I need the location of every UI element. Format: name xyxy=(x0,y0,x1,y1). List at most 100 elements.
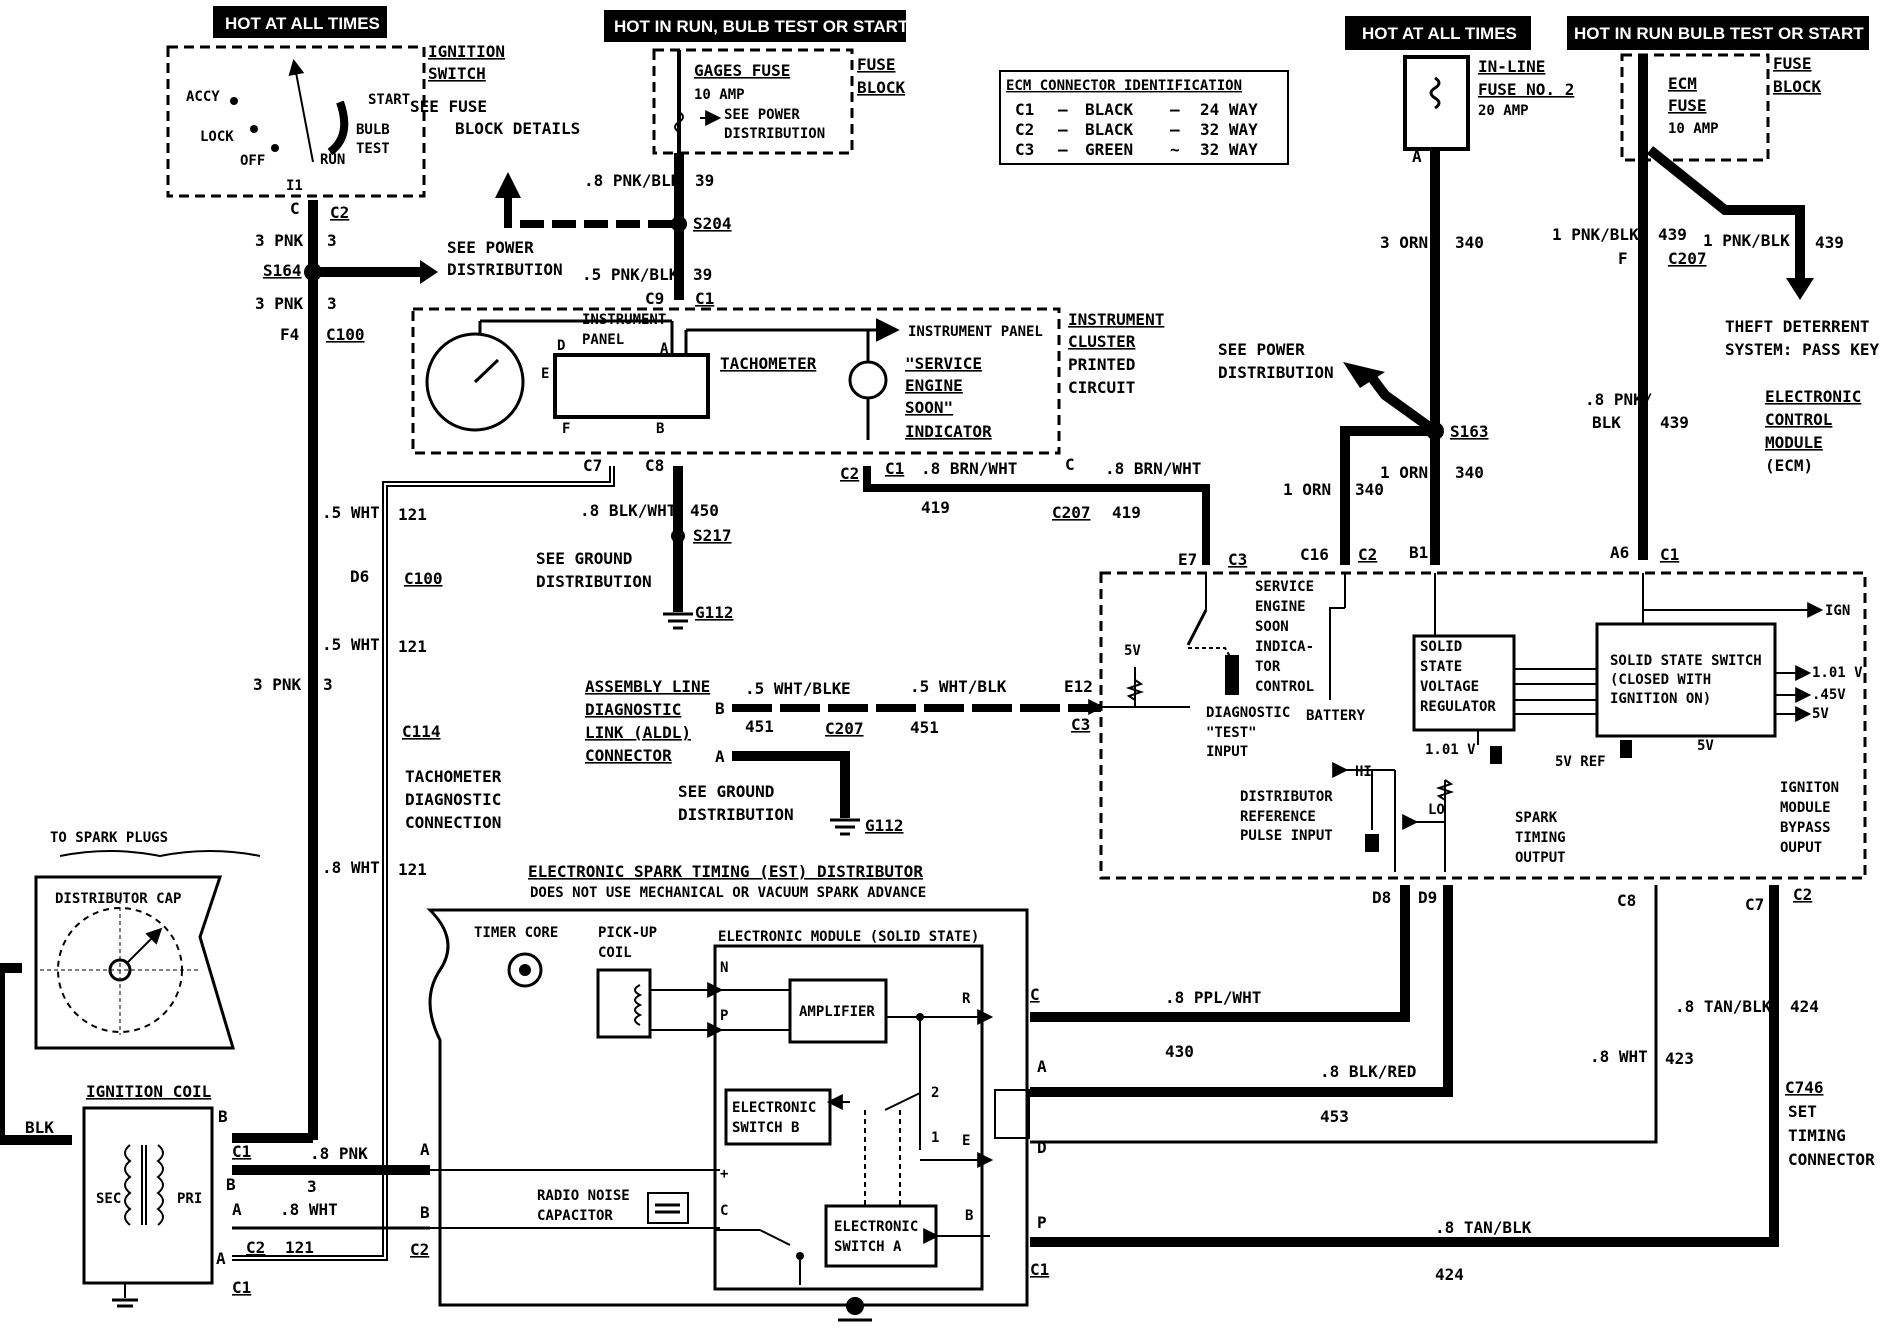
ignition-coil: IGNITION COIL SEC PRI B C1 B .8 PNK 3 A … xyxy=(82,1082,430,1308)
svg-text:OUTPUT: OUTPUT xyxy=(1515,850,1566,866)
svg-text:C2: C2 xyxy=(410,1240,429,1259)
svg-text:439: 439 xyxy=(1660,413,1689,432)
svg-text:340: 340 xyxy=(1455,463,1484,482)
svg-text:SOLID: SOLID xyxy=(1420,639,1462,655)
svg-text:1: 1 xyxy=(931,1130,939,1146)
svg-text:3 PNK: 3 PNK xyxy=(255,294,304,313)
svg-text:A: A xyxy=(420,1140,430,1159)
svg-text:32 WAY: 32 WAY xyxy=(1200,120,1258,139)
svg-text:(CLOSED WITH: (CLOSED WITH xyxy=(1610,672,1711,688)
svg-text:C100: C100 xyxy=(404,569,443,588)
svg-text:121: 121 xyxy=(398,637,427,656)
wire-orn-340: 3 ORN 340 SEE POWER DISTRIBUTION S163 1 … xyxy=(1218,149,1489,565)
svg-text:DIAGNOSTIC: DIAGNOSTIC xyxy=(405,790,501,809)
svg-text:C1: C1 xyxy=(1030,1260,1049,1279)
svg-text:HOT IN RUN BULB TEST OR START: HOT IN RUN BULB TEST OR START xyxy=(1574,24,1864,43)
svg-text:SEE FUSE: SEE FUSE xyxy=(410,97,487,116)
svg-text:RUN: RUN xyxy=(320,152,345,168)
svg-text:C2: C2 xyxy=(246,1238,265,1257)
svg-text:C: C xyxy=(290,199,300,218)
svg-text:.5 WHT: .5 WHT xyxy=(322,503,380,522)
svg-text:PRI: PRI xyxy=(177,1191,202,1207)
svg-text:E12: E12 xyxy=(1064,677,1093,696)
svg-text:SEE POWER: SEE POWER xyxy=(447,238,534,257)
svg-text:ELECTRONIC MODULE (SOLID STATE: ELECTRONIC MODULE (SOLID STATE) xyxy=(718,929,979,945)
svg-text:COIL: COIL xyxy=(598,945,632,961)
svg-text:.5 WHT/BLK: .5 WHT/BLK xyxy=(910,677,1007,696)
svg-text:CONNECTOR: CONNECTOR xyxy=(585,746,672,765)
svg-text:3: 3 xyxy=(307,1177,317,1196)
svg-text:.8 TAN/BLK: .8 TAN/BLK xyxy=(1675,997,1772,1016)
svg-text:OFF: OFF xyxy=(240,153,265,169)
svg-text:5V REF: 5V REF xyxy=(1555,754,1606,770)
svg-text:C8: C8 xyxy=(645,456,664,475)
svg-text:ECM CONNECTOR IDENTIFICATION: ECM CONNECTOR IDENTIFICATION xyxy=(1006,78,1242,94)
svg-text:OUPUT: OUPUT xyxy=(1780,840,1822,856)
inline-fuse-no2: IN-LINE FUSE NO. 2 20 AMP A xyxy=(1403,55,1574,166)
svg-text:IGNITION ON): IGNITION ON) xyxy=(1610,691,1711,707)
wire-blk-wht-450: .8 BLK/WHT 450 S217 SEE GROUND DISTRIBUT… xyxy=(536,456,734,630)
svg-text:—: — xyxy=(1058,140,1068,159)
svg-text:IGNITION COIL: IGNITION COIL xyxy=(86,1082,211,1101)
svg-text:PICK-UP: PICK-UP xyxy=(598,925,657,941)
svg-text:TOR: TOR xyxy=(1255,659,1281,675)
ecm-fuse-block: ECM FUSE 10 AMP FUSE BLOCK 1 PNK/BLK 439… xyxy=(1552,53,1879,564)
svg-text:C100: C100 xyxy=(326,325,365,344)
svg-text:451: 451 xyxy=(910,718,939,737)
svg-text:.8 PNK/: .8 PNK/ xyxy=(1585,390,1652,409)
svg-text:TACHOMETER: TACHOMETER xyxy=(720,354,817,373)
svg-text:1 ORN: 1 ORN xyxy=(1380,463,1428,482)
svg-text:HOT AT ALL TIMES: HOT AT ALL TIMES xyxy=(1362,24,1517,43)
ecm-internal: SERVICE ENGINE SOON INDICA- TOR CONTROL … xyxy=(1088,571,1867,914)
svg-text:BLK: BLK xyxy=(25,1118,54,1137)
svg-text:INPUT: INPUT xyxy=(1206,744,1248,760)
svg-text:BULB: BULB xyxy=(356,122,390,138)
svg-text:TIMER CORE: TIMER CORE xyxy=(474,925,558,941)
svg-text:DISTRIBUTOR: DISTRIBUTOR xyxy=(1240,789,1333,805)
svg-text:3 ORN: 3 ORN xyxy=(1380,233,1428,252)
svg-text:C7: C7 xyxy=(583,456,602,475)
svg-text:IGNITION: IGNITION xyxy=(428,42,505,61)
svg-text:—: — xyxy=(1058,120,1068,139)
svg-text:FUSE NO. 2: FUSE NO. 2 xyxy=(1478,80,1574,99)
svg-text:1.01 V: 1.01 V xyxy=(1425,742,1476,758)
svg-text:DISTRIBUTION: DISTRIBUTION xyxy=(678,805,794,824)
svg-text:HOT AT ALL TIMES: HOT AT ALL TIMES xyxy=(225,14,380,33)
svg-text:C3: C3 xyxy=(1015,140,1034,159)
svg-text:450: 450 xyxy=(690,501,719,520)
svg-text:BLOCK DETAILS: BLOCK DETAILS xyxy=(455,119,580,138)
svg-text:IGNITON: IGNITON xyxy=(1780,780,1839,796)
svg-text:INSTRUMENT: INSTRUMENT xyxy=(582,312,666,328)
svg-text:E: E xyxy=(962,1133,970,1149)
svg-text:C1: C1 xyxy=(695,289,714,308)
svg-text:DIAGNOSTIC: DIAGNOSTIC xyxy=(585,700,681,719)
svg-text:B: B xyxy=(715,699,725,718)
svg-text:423: 423 xyxy=(1665,1049,1694,1068)
svg-text:MODULE: MODULE xyxy=(1780,800,1831,816)
svg-text:ELECTRONIC: ELECTRONIC xyxy=(732,1100,816,1116)
ignition-switch: IGNITION SWITCH ACCY LOCK OFF RUN START … xyxy=(166,42,580,222)
svg-text:B: B xyxy=(965,1208,973,1224)
svg-text:START: START xyxy=(368,92,410,108)
svg-text:C2: C2 xyxy=(1015,120,1034,139)
svg-text:S204: S204 xyxy=(693,214,732,233)
svg-text:A: A xyxy=(1412,147,1422,166)
svg-text:C1: C1 xyxy=(1015,100,1034,119)
header-hot-in-run-left: HOT IN RUN, BULB TEST OR START xyxy=(604,10,909,42)
svg-text:453: 453 xyxy=(1320,1107,1349,1126)
svg-text:SEE POWER: SEE POWER xyxy=(1218,340,1305,359)
svg-text:C16: C16 xyxy=(1300,545,1329,564)
svg-text:N: N xyxy=(720,960,728,976)
gages-fuse-block: GAGES FUSE 10 AMP SEE POWER DISTRIBUTION… xyxy=(652,48,906,170)
svg-text:TACHOMETER: TACHOMETER xyxy=(405,767,502,786)
svg-text:ENGINE: ENGINE xyxy=(905,376,963,395)
svg-text:I1: I1 xyxy=(286,178,303,194)
ecm-table-row: C3 — GREEN ~ 32 WAY xyxy=(1015,140,1258,159)
svg-text:C: C xyxy=(1030,985,1040,1004)
svg-text:G112: G112 xyxy=(695,603,734,622)
svg-text:SOON: SOON xyxy=(1255,619,1289,635)
svg-text:419: 419 xyxy=(921,498,950,517)
svg-text:HI: HI xyxy=(1355,764,1372,780)
svg-text:FUSE: FUSE xyxy=(857,55,896,74)
svg-text:1 PNK/BLK: 1 PNK/BLK xyxy=(1703,231,1790,250)
